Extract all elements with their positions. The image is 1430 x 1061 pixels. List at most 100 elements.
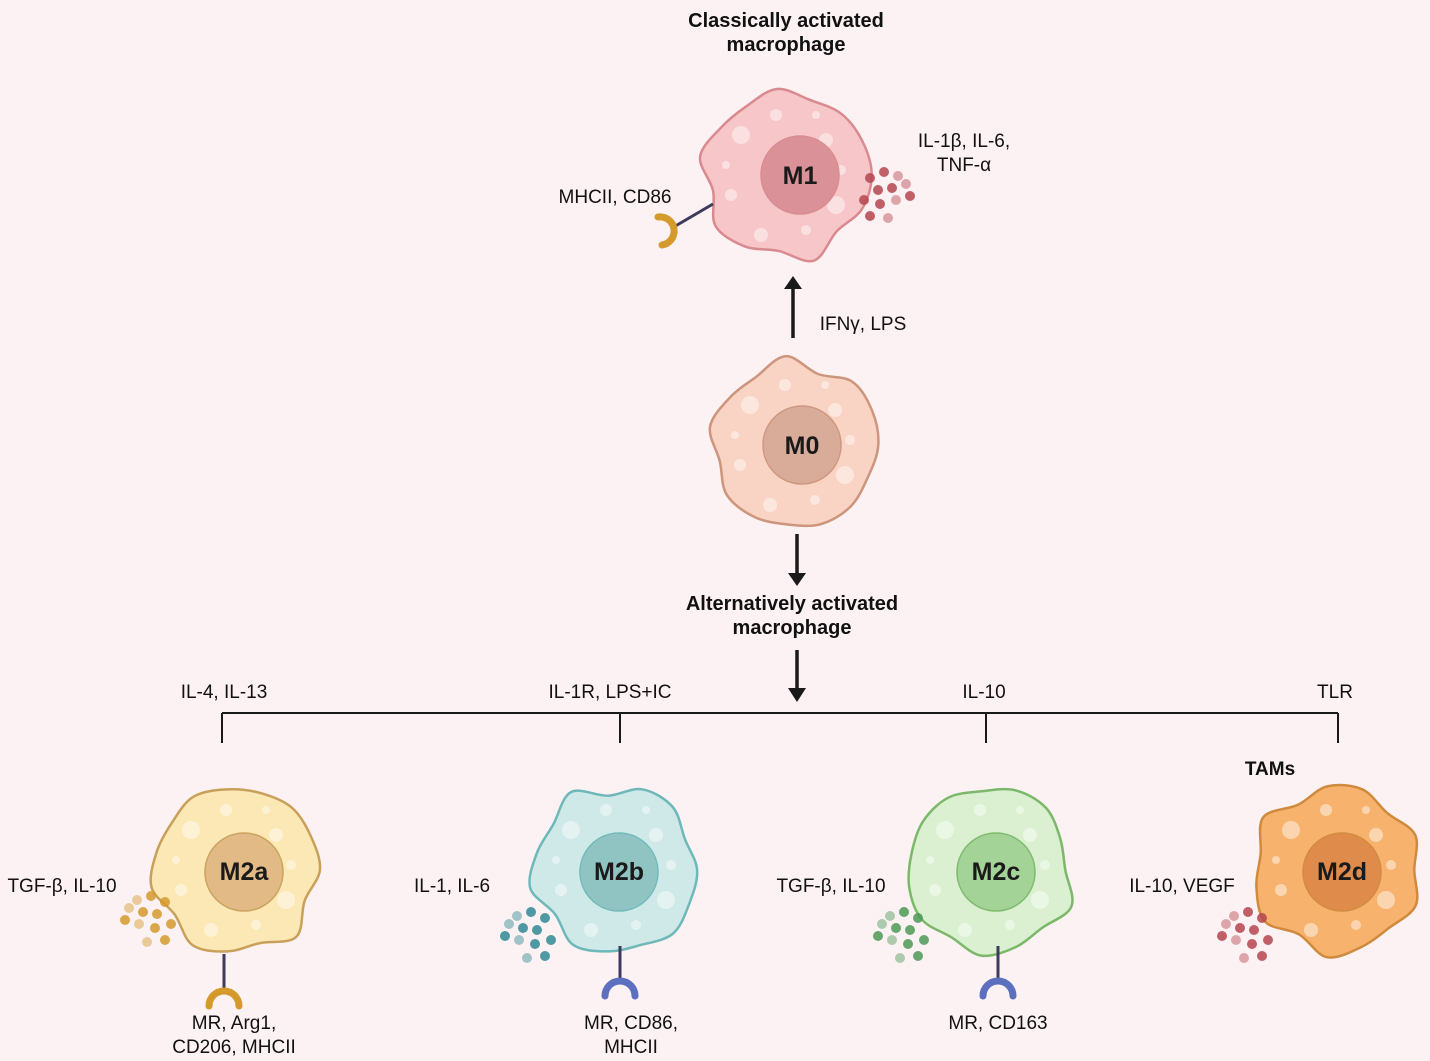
m2d-secreted-label: IL-10, VEGF [1129, 876, 1235, 897]
cytokine-particle [518, 923, 528, 933]
cell-m2a-vesicle [204, 923, 218, 937]
cell-m2a-vesicle [175, 884, 187, 896]
m2d-title: TAMs [1244, 759, 1296, 780]
cytokine-particle [152, 909, 162, 919]
cytokine-particle [919, 935, 929, 945]
cytokine-particle [532, 925, 542, 935]
cytokine-particle [873, 185, 883, 195]
cytokine-particle [891, 195, 901, 205]
cytokine-particle [875, 199, 885, 209]
cytokine-particle [859, 195, 869, 205]
cell-m2b-vesicle [642, 806, 650, 814]
cytokine-particle [160, 935, 170, 945]
cell-m1-nucleus [760, 135, 840, 215]
m1-cell [698, 87, 873, 263]
cell-m2b-vesicle [584, 923, 598, 937]
cell-m1-vesicle [722, 161, 730, 169]
cell-m2d-nucleus [1302, 832, 1382, 912]
cell-m2d-vesicle [1275, 884, 1287, 896]
cell-m2b-vesicle [552, 856, 560, 864]
cytokine-particle [146, 891, 156, 901]
cytokine-particle [1239, 953, 1249, 963]
cytokine-particle [500, 931, 510, 941]
cell-m0-vesicle [731, 431, 739, 439]
cytokine-particle [1249, 925, 1259, 935]
cell-m0-vesicle [734, 459, 746, 471]
cell-m1-vesicle [812, 111, 820, 119]
cell-m1-vesicle [801, 225, 811, 235]
cytokine-particle [887, 935, 897, 945]
cytokine-particle [124, 903, 134, 913]
cell-m2a-vesicle [220, 804, 232, 816]
m2a-receptor-line2: CD206, MHCII [172, 1037, 296, 1058]
cytokine-particle [540, 951, 550, 961]
cytokine-particle [540, 913, 550, 923]
cell-m2c-vesicle [1016, 806, 1024, 814]
cytokine-particle [913, 951, 923, 961]
cell-m2a-vesicle [269, 828, 283, 842]
arrows [784, 276, 806, 702]
cell-m1-vesicle [732, 126, 750, 144]
m2a-label: M2a [220, 858, 270, 886]
cell-m2a-vesicle [277, 891, 295, 909]
m2c-receptor-line1: MR, CD163 [948, 1013, 1048, 1034]
m2b-stimulus-label: IL-1R, LPS+IC [548, 682, 672, 703]
cytokine-particle [901, 179, 911, 189]
m2b-receptor-line2: MHCII [604, 1037, 658, 1058]
m2b-cell [528, 787, 699, 953]
cytokine-particle [865, 211, 875, 221]
cell-m2d-vesicle [1351, 920, 1361, 930]
cell-m2c-vesicle [929, 884, 941, 896]
cytokine-particle [134, 919, 144, 929]
cell-m2c-vesicle [1005, 920, 1015, 930]
cell-m2d-vesicle [1320, 804, 1332, 816]
cell-m2c-vesicle [936, 821, 954, 839]
cell-m0-vesicle [821, 381, 829, 389]
m1-title: Classically activated macrophage [636, 9, 936, 57]
cell-m2b-vesicle [555, 884, 567, 896]
cytokine-particle [142, 937, 152, 947]
cytokine-particle [1257, 951, 1267, 961]
m2b-receptor-label: MR, CD86, MHCII [546, 1012, 716, 1060]
cell-m1-vesicle [827, 196, 845, 214]
cell-m2a-vesicle [182, 821, 200, 839]
m2a-secreted-label: TGF-β, IL-10 [7, 876, 117, 897]
cell-m2c-vesicle [974, 804, 986, 816]
cell-m0-vesicle [845, 435, 855, 445]
receptor-cup [205, 987, 243, 1010]
cell-m2b-vesicle [666, 860, 676, 870]
cytokine-particle [514, 935, 524, 945]
m2c-stimulus-label: IL-10 [962, 682, 1006, 703]
m2c-cell [907, 787, 1074, 958]
receptor-cup [979, 977, 1017, 1000]
alt-title-line2: macrophage [732, 617, 852, 639]
cytokine-particle [879, 167, 889, 177]
cytokine-particle [160, 897, 170, 907]
cytokine-particle [1229, 911, 1239, 921]
cell-m2c-vesicle [958, 923, 972, 937]
m2b-secreted-label: IL-1, IL-6 [413, 876, 491, 897]
cytokine-particle [887, 183, 897, 193]
cell-m0-vesicle [741, 396, 759, 414]
cytokine-particle [865, 173, 875, 183]
cell-m2c-nucleus [956, 832, 1036, 912]
alt-title-line1: Alternatively activated [685, 593, 899, 615]
cell-m1-vesicle [754, 228, 768, 242]
cell-m0-vesicle [763, 498, 777, 512]
cell-m2b-vesicle [600, 804, 612, 816]
cytokine-particle [138, 907, 148, 917]
cell-m1-vesicle [770, 109, 782, 121]
cytokine-particle [883, 213, 893, 223]
m2b-receptor-line1: MR, CD86, [584, 1013, 678, 1034]
cytokine-particle [150, 923, 160, 933]
cytokine-particle [1217, 931, 1227, 941]
cell-m2a-vesicle [172, 856, 180, 864]
m2b-secreted-cytokines [500, 907, 556, 963]
cytokine-particle [120, 915, 130, 925]
m2a-receptor-line1: MR, Arg1, [191, 1013, 277, 1034]
cell-m2b-vesicle [657, 891, 675, 909]
cytokine-particle [1235, 923, 1245, 933]
m2d-stimulus-label: TLR [1317, 682, 1353, 703]
cytokine-particle [1221, 919, 1231, 929]
